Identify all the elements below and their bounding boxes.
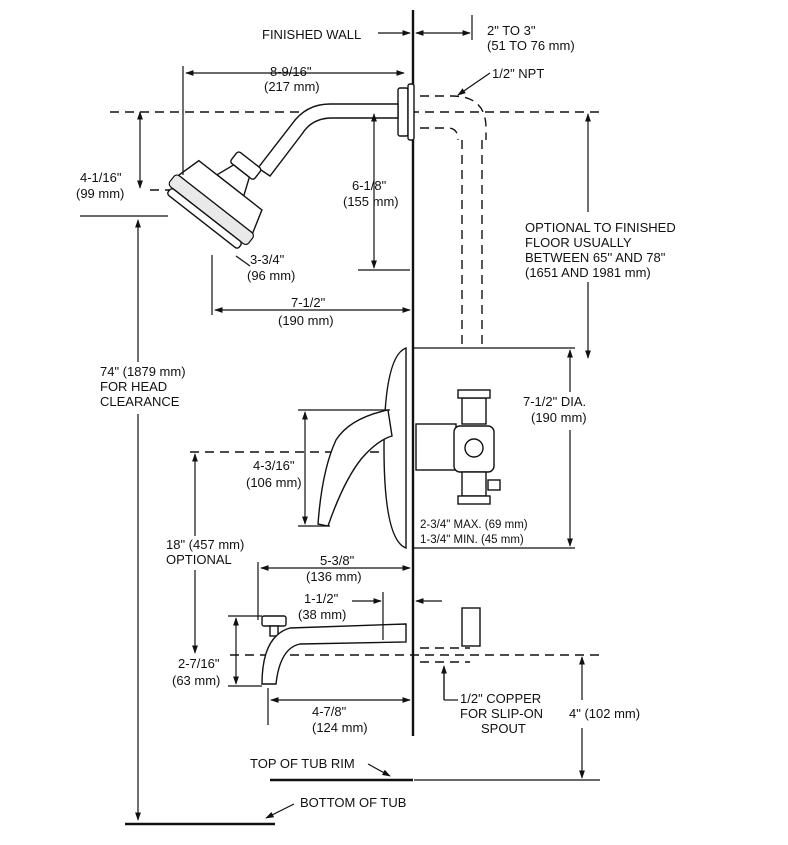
min-depth-label: 1-3/4" MIN. (45 mm)	[420, 534, 524, 546]
npt-label: 1/2" NPT	[492, 66, 544, 81]
floor-note-line-3: BETWEEN 65'' AND 78"	[525, 250, 666, 265]
head-clearance-line-2: FOR HEAD	[100, 379, 167, 394]
arm-length-mm-label: (217 mm)	[264, 79, 320, 94]
copper-note-line-2: FOR SLIP-ON	[460, 706, 543, 721]
spout-inlet-mm-label: (38 mm)	[298, 607, 346, 622]
head-clearance-line-3: CLEARANCE	[100, 394, 180, 409]
floor-note-line-4: (1651 AND 1981 mm)	[525, 265, 651, 280]
valve-handle	[317, 409, 393, 527]
shower-arm-assembly	[256, 83, 415, 177]
spout-inlet-in-label: 1-1/2"	[304, 591, 339, 606]
spout-reach-in-label: 5-3/8"	[320, 553, 355, 568]
spout-height-mm-label: (63 mm)	[172, 673, 220, 688]
handle-mm-label: (106 mm)	[246, 475, 302, 490]
spout-length-mm-label: (124 mm)	[312, 720, 368, 735]
max-depth-label: 2-3/4" MAX. (69 mm)	[420, 519, 528, 531]
handle-in-label: 4-3/16"	[253, 458, 295, 473]
arm-drop-mm-label: (155 mm)	[343, 194, 399, 209]
tub-spout	[261, 615, 407, 685]
floor-note-line-1: OPTIONAL TO FINISHED	[525, 220, 676, 235]
floor-note-line-2: FLOOR USUALLY	[525, 235, 632, 250]
spout-reach-mm-label: (136 mm)	[306, 569, 362, 584]
valve-trim-plate	[383, 346, 407, 550]
shower-supply-pipe	[420, 95, 487, 345]
plate-dia-in-label: 7-1/2" DIA.	[523, 394, 586, 409]
shower-head	[167, 151, 263, 249]
finished-wall-label: FINISHED WALL	[262, 27, 361, 42]
copper-note-line-1: 1/2" COPPER	[460, 691, 541, 706]
copper-note-line-3: SPOUT	[481, 721, 526, 736]
valve-body	[415, 389, 501, 505]
valve-optional-label: OPTIONAL	[166, 552, 232, 567]
shower-arm	[256, 103, 399, 177]
plate-dia-mm-label: (190 mm)	[531, 410, 587, 425]
spout-height-in-label: 2-7/16"	[178, 656, 220, 671]
top-of-tub-rim-label: TOP OF TUB RIM	[250, 756, 355, 771]
bottom-of-tub-label: BOTTOM OF TUB	[300, 795, 406, 810]
arm-length-in-label: 8-9/16"	[270, 64, 312, 79]
shower-arm-flange	[397, 87, 409, 137]
wall-to-pipe-mm-label: (51 TO 76 mm)	[487, 38, 575, 53]
wall-to-pipe-in-label: 2" TO 3"	[487, 23, 536, 38]
head-dia-mm-label: (96 mm)	[247, 268, 295, 283]
head-dia-in-label: 3-3/4"	[250, 252, 285, 267]
spout-supply-pipe	[420, 607, 481, 663]
arm-drop-in-label: 6-1/8"	[352, 178, 387, 193]
head-drop-mm-label: (99 mm)	[76, 186, 124, 201]
valve-height-label: 18" (457 mm)	[166, 537, 244, 552]
head-clearance-line-1: 74" (1879 mm)	[100, 364, 186, 379]
spout-length-in-label: 4-7/8"	[312, 704, 347, 719]
head-drop-in-label: 4-1/16"	[80, 170, 122, 185]
head-reach-in-label: 7-1/2"	[291, 295, 326, 310]
head-reach-mm-label: (190 mm)	[278, 313, 334, 328]
tub-rim-height-label: 4" (102 mm)	[569, 706, 640, 721]
